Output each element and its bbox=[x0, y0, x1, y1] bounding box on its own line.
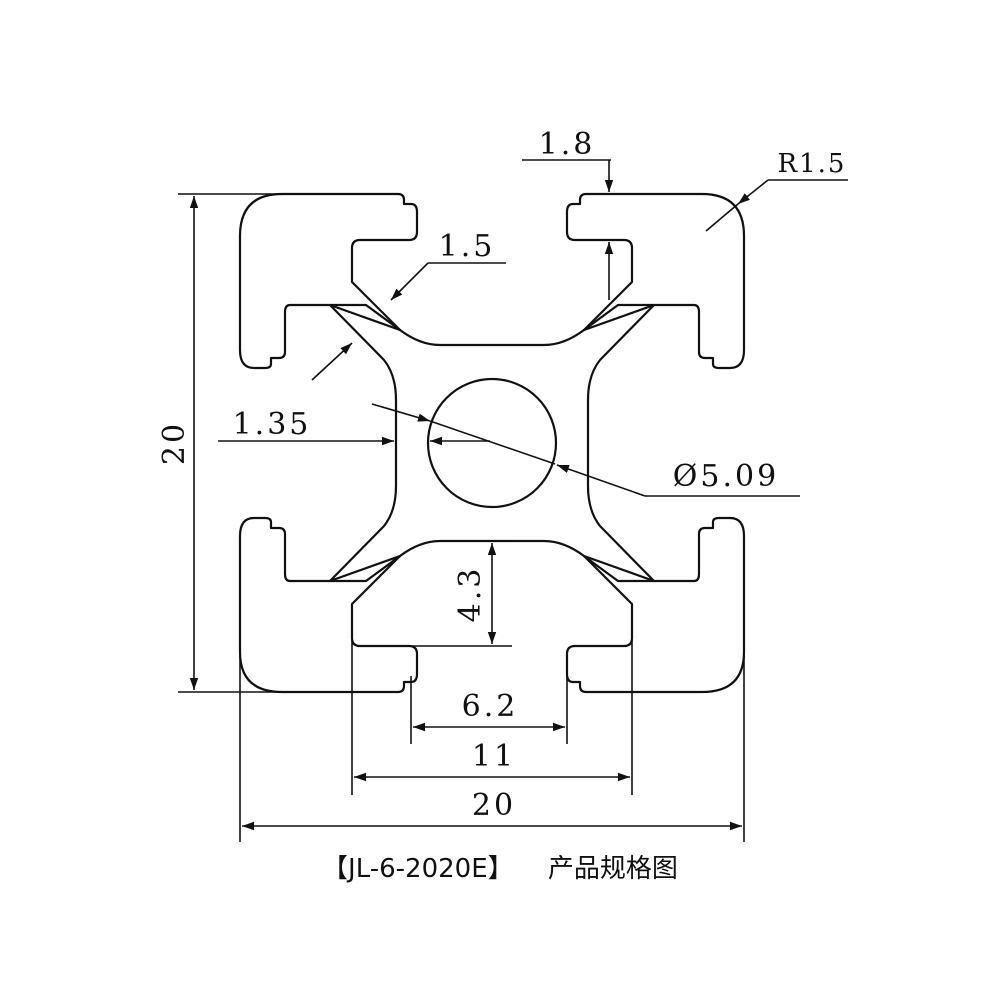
leader-bore bbox=[371, 403, 431, 422]
profile-outline bbox=[238, 192, 746, 694]
dimension-lines bbox=[189, 160, 848, 831]
leader-wall-upper bbox=[390, 262, 429, 301]
leader-radius bbox=[737, 179, 769, 205]
dim-bore-label: Ø5.09 bbox=[673, 459, 779, 494]
dim-lip-label: 1.8 bbox=[539, 127, 596, 162]
dim-height-label: 20 bbox=[157, 421, 192, 465]
dim-slot-depth-label: 4.3 bbox=[453, 566, 488, 623]
center-bore bbox=[426, 377, 558, 509]
dim-slot-opening-label: 6.2 bbox=[462, 689, 519, 724]
caption-title: 产品规格图 bbox=[547, 854, 678, 884]
corner-block-bottom-right bbox=[565, 516, 746, 694]
corner-block-top-left bbox=[238, 192, 419, 370]
dim-width-label: 20 bbox=[472, 788, 516, 823]
leader-radius-tick bbox=[705, 203, 739, 232]
dim-core-wall-label: 1.35 bbox=[233, 407, 312, 442]
dim-radius-label: R1.5 bbox=[778, 149, 847, 179]
core-cross bbox=[328, 303, 656, 583]
drawing-caption: 【JL-6-2020E】 产品规格图 bbox=[0, 848, 1000, 885]
corner-block-top-right bbox=[565, 192, 746, 370]
corner-block-bottom-left bbox=[238, 516, 419, 694]
leader-bore-through bbox=[429, 420, 556, 465]
dim-wall-label: 1.5 bbox=[439, 229, 496, 264]
dim-slot-outer-label: 11 bbox=[472, 739, 516, 774]
model-code: 【JL-6-2020E】 bbox=[322, 854, 514, 884]
leader-wall bbox=[311, 342, 353, 381]
leader-bore-lower bbox=[556, 464, 646, 497]
extension-lines bbox=[178, 159, 745, 842]
